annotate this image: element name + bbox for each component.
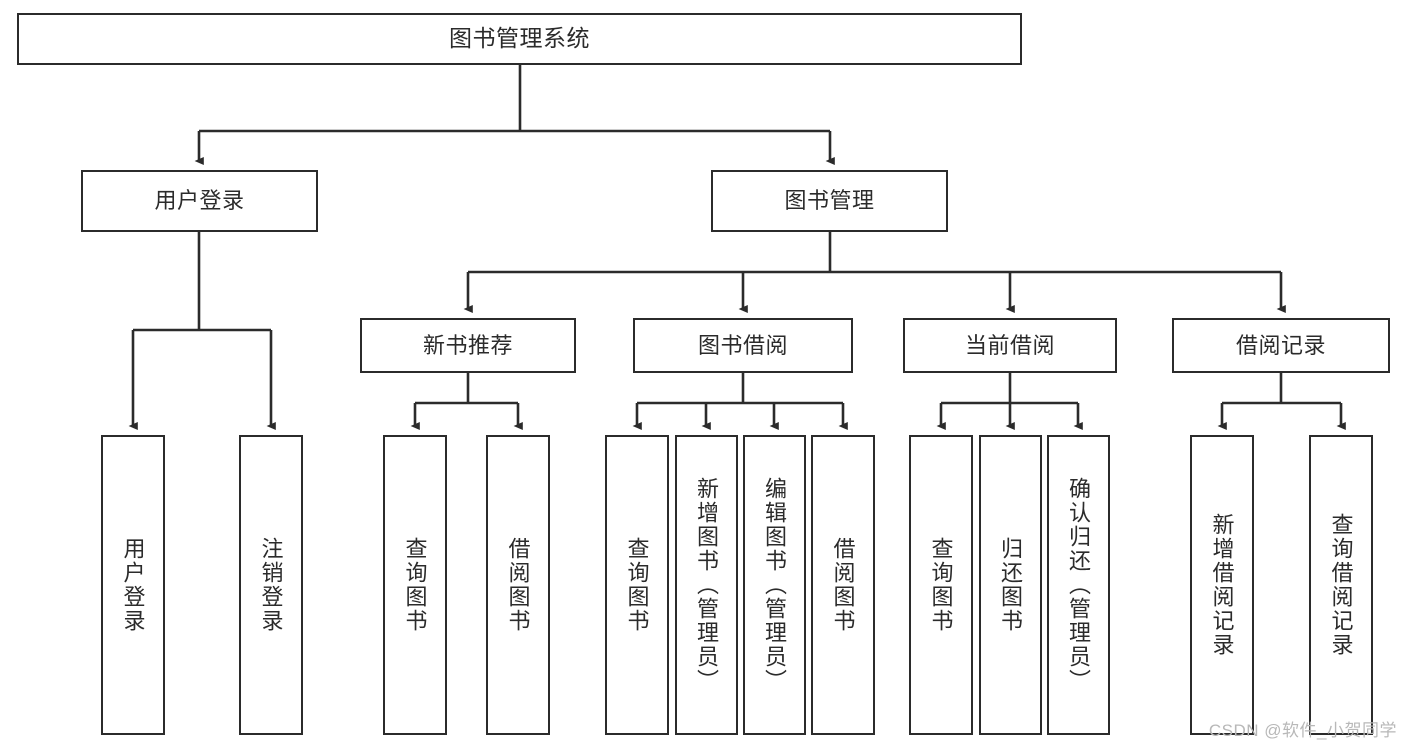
node-leaf-return-book[interactable]: 归还图书 <box>979 435 1042 735</box>
node-root-system[interactable]: 图书管理系统 <box>17 13 1022 65</box>
node-leaf-add-book-admin-label: 新增图书（管理员） <box>694 477 720 693</box>
node-leaf-query-book-current[interactable]: 查询图书 <box>909 435 973 735</box>
node-book-management-label: 图书管理 <box>784 188 875 214</box>
node-leaf-query-book-borrow-label: 查询图书 <box>624 537 650 633</box>
node-new-book-recommend[interactable]: 新书推荐 <box>360 318 576 373</box>
node-current-borrow-label: 当前借阅 <box>964 332 1055 358</box>
node-borrow-record-label: 借阅记录 <box>1235 332 1326 358</box>
node-leaf-borrow-book-recommend-label: 借阅图书 <box>505 537 531 633</box>
node-root-system-label: 图书管理系统 <box>449 25 590 52</box>
node-current-borrow[interactable]: 当前借阅 <box>903 318 1117 373</box>
node-book-management[interactable]: 图书管理 <box>711 170 948 232</box>
node-leaf-edit-book-admin[interactable]: 编辑图书（管理员） <box>743 435 806 735</box>
node-leaf-query-book-borrow[interactable]: 查询图书 <box>605 435 669 735</box>
node-user-login-label: 用户登录 <box>154 188 245 214</box>
node-leaf-edit-book-admin-label: 编辑图书（管理员） <box>762 477 788 693</box>
node-leaf-add-borrow-record[interactable]: 新增借阅记录 <box>1190 435 1254 735</box>
node-leaf-add-book-admin[interactable]: 新增图书（管理员） <box>675 435 738 735</box>
node-leaf-query-book-recommend-label: 查询图书 <box>402 537 428 633</box>
node-leaf-query-book-recommend[interactable]: 查询图书 <box>383 435 447 735</box>
node-leaf-confirm-return-admin[interactable]: 确认归还（管理员） <box>1047 435 1110 735</box>
node-leaf-add-borrow-record-label: 新增借阅记录 <box>1209 513 1235 657</box>
node-book-borrow[interactable]: 图书借阅 <box>633 318 853 373</box>
node-leaf-borrow-book-recommend[interactable]: 借阅图书 <box>486 435 550 735</box>
node-leaf-borrow-book[interactable]: 借阅图书 <box>811 435 875 735</box>
node-leaf-user-login[interactable]: 用户登录 <box>101 435 165 735</box>
node-book-borrow-label: 图书借阅 <box>697 332 788 358</box>
node-leaf-borrow-book-label: 借阅图书 <box>830 537 856 633</box>
node-leaf-query-borrow-record-label: 查询借阅记录 <box>1328 513 1354 657</box>
csdn-watermark: CSDN @软件_小贺同学 <box>1208 721 1397 740</box>
node-leaf-confirm-return-admin-label: 确认归还（管理员） <box>1066 477 1092 693</box>
node-leaf-user-login-label: 用户登录 <box>120 537 146 633</box>
node-user-login[interactable]: 用户登录 <box>81 170 318 232</box>
node-leaf-query-borrow-record[interactable]: 查询借阅记录 <box>1309 435 1373 735</box>
node-leaf-logout-login[interactable]: 注销登录 <box>239 435 303 735</box>
node-borrow-record[interactable]: 借阅记录 <box>1172 318 1390 373</box>
node-leaf-query-book-current-label: 查询图书 <box>928 537 954 633</box>
node-new-book-recommend-label: 新书推荐 <box>422 332 513 358</box>
node-leaf-logout-login-label: 注销登录 <box>258 537 284 633</box>
node-leaf-return-book-label: 归还图书 <box>998 537 1024 633</box>
